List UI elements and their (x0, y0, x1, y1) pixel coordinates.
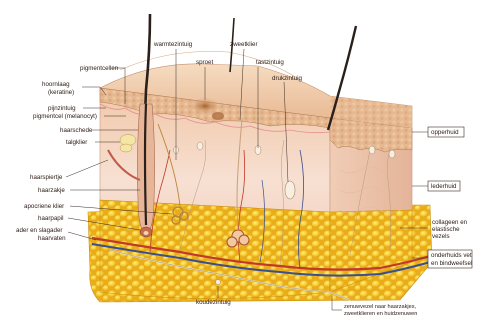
label-zenuwvezel-2: zweetklieren en huidzenuwen (344, 311, 417, 317)
label-lederhuid: lederhuid (431, 183, 457, 190)
label-collageen-1: collageen en (432, 219, 468, 226)
label-pigmentcel: pigmentcel (melanocyt) (33, 113, 97, 120)
label-onderhuids-vet: onderhuids vet (431, 252, 472, 259)
cold-receptor (216, 280, 221, 285)
label-tastzintuig: tastzintuig (256, 59, 284, 66)
label-collageen-3: vezels (432, 233, 450, 240)
label-pijnzintuig: pijnzintuig (48, 105, 76, 112)
label-zweetklier: zweetklier (230, 41, 258, 48)
label-en-bindweefsel: en bindweefsel (431, 260, 472, 267)
fat-front-face (100, 200, 330, 299)
label-apocriene-klier: apocriene klier (24, 203, 64, 210)
label-haarpapil: haarpapil (38, 215, 63, 222)
label-zenuwvezel-1: zenuwvezel naar haarzakjes, (344, 304, 417, 310)
label-sproet: sproet (196, 59, 213, 66)
label-haarvaten: haarvaten (38, 235, 66, 242)
label-collageen-2: elastische (432, 226, 460, 233)
sebaceous-gland (120, 135, 136, 146)
label-haarzakje: haarzakje (38, 187, 65, 194)
label-haarschede: haarschede (60, 127, 93, 134)
label-warmtezintuig: warmtezintuig (153, 41, 193, 48)
label-koudezintuig: koudezintuig (196, 299, 231, 306)
label-ader-en-slagader: ader en slagader (16, 227, 62, 234)
label-talgklier: talgklier (66, 139, 87, 146)
label-drukzintuig: drukzintuig (272, 75, 302, 82)
label-haarspiertje: haarspiertje (30, 174, 63, 181)
label-hoornlaag: hoornlaag (42, 81, 70, 88)
label-opperhuid: opperhuid (431, 129, 459, 136)
pressure-receptor (285, 181, 295, 199)
label-pigmentcellen: pigmentcellen (80, 65, 119, 72)
label-keratine: (keratine) (48, 89, 74, 96)
